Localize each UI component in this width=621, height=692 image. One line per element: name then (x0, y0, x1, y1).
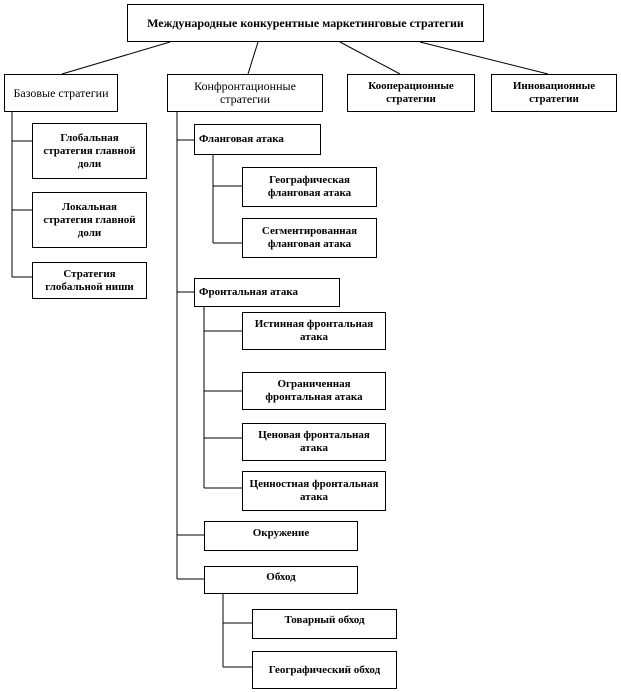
root-label: Международные конкурентные маркетинговые… (147, 15, 464, 30)
frontal-item-label: Ценовая фронтальная атака (258, 429, 370, 454)
flank-item: Сегментированная фланговая атака (242, 218, 377, 258)
basic-item-label: Глобальная стратегия главной доли (43, 131, 136, 170)
root-node: Международные конкурентные маркетинговые… (127, 4, 484, 42)
basic-item: Стратегия глобальной ниши (32, 262, 147, 299)
frontal-item-label: Истинная фронтальная атака (254, 318, 374, 343)
bypass-label: Обход (266, 571, 296, 583)
bypass-item-label: Товарный обход (284, 614, 365, 626)
bypass-item: Товарный обход (252, 609, 397, 639)
frontal-item: Ценностная фронтальная атака (242, 471, 386, 511)
category-basic-label: Базовые стратегии (13, 85, 109, 100)
frontal-attack-label: Фронтальная атака (199, 286, 298, 298)
flank-item: Географическая фланговая атака (242, 167, 377, 207)
bypass-item-label: Географический обход (268, 663, 381, 676)
category-confrontation: Конфронтационные стратегии (167, 74, 323, 112)
category-innovation-label: Инновационные стратегии (512, 80, 596, 105)
frontal-item: Ограниченная фронтальная атака (242, 372, 386, 410)
basic-item: Глобальная стратегия главной доли (32, 123, 147, 179)
frontal-item: Истинная фронтальная атака (242, 312, 386, 350)
category-confrontation-label: Конфронтационные стратегии (194, 79, 296, 106)
category-basic: Базовые стратегии (4, 74, 118, 112)
basic-item: Локальная стратегия главной доли (32, 192, 147, 248)
basic-item-label: Стратегия глобальной ниши (45, 267, 134, 293)
bypass-node: Обход (204, 566, 358, 594)
frontal-item-label: Ограниченная фронтальная атака (265, 378, 363, 403)
category-innovation: Инновационные стратегии (491, 74, 617, 112)
encirclement-label: Окружение (252, 527, 310, 539)
frontal-item: Ценовая фронтальная атака (242, 423, 386, 461)
category-cooperation-label: Кооперационные стратегии (368, 80, 454, 105)
flank-item-label: Географическая фланговая атака (267, 174, 352, 199)
flank-item-label: Сегментированная фланговая атака (261, 225, 358, 250)
basic-item-label: Локальная стратегия главной доли (43, 200, 136, 239)
encirclement-node: Окружение (204, 521, 358, 551)
flank-attack-label: Фланговая атака (199, 133, 284, 145)
frontal-attack-node: Фронтальная атака (194, 278, 340, 307)
category-cooperation: Кооперационные стратегии (347, 74, 475, 112)
flank-attack-node: Фланговая атака (194, 124, 321, 155)
bypass-item: Географический обход (252, 651, 397, 689)
frontal-item-label: Ценностная фронтальная атака (249, 478, 379, 503)
